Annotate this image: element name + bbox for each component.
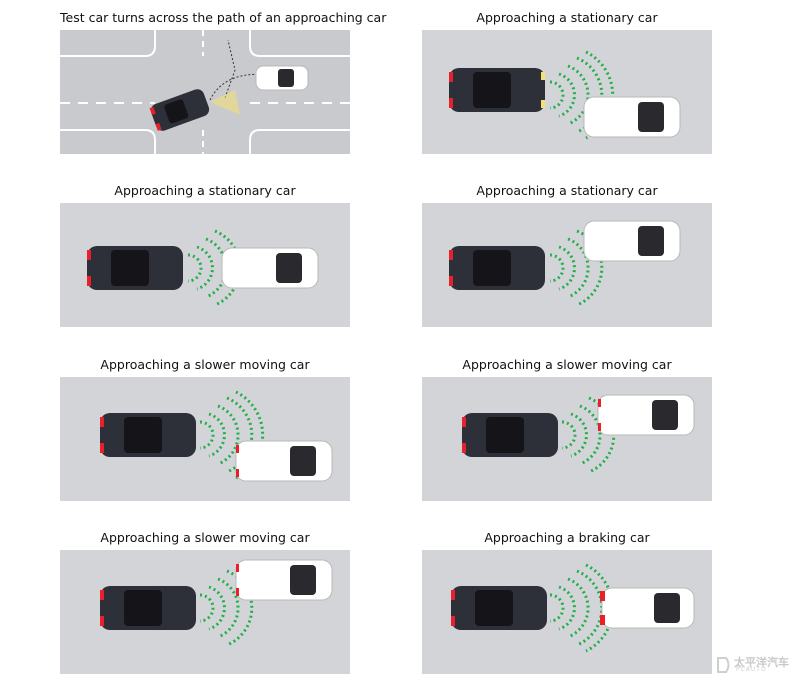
panel-turn-across-path: Test car turns across the path of an app… bbox=[60, 8, 387, 154]
alternate-path-arrow bbox=[224, 39, 236, 99]
scenario-illustration bbox=[422, 30, 712, 154]
test-car bbox=[100, 413, 196, 457]
scenario-illustration bbox=[422, 203, 712, 327]
panel-title: Approaching a slower moving car bbox=[100, 357, 310, 372]
watermark-sub: PCAUTO bbox=[736, 666, 767, 673]
target-car bbox=[221, 247, 319, 289]
panel-slower-left-offset-2: Approaching a slower moving car bbox=[60, 528, 350, 674]
panel-title: Approaching a slower moving car bbox=[100, 530, 310, 545]
kerb-bottom-right bbox=[249, 129, 350, 154]
kerb-bottom-left bbox=[60, 129, 156, 154]
watermark-main: 太平洋汽车 bbox=[734, 656, 789, 669]
test-car bbox=[449, 68, 545, 112]
road-surface bbox=[60, 30, 350, 154]
braking-car bbox=[600, 587, 695, 629]
panel-stationary-right: Approaching a stationary car bbox=[422, 8, 712, 154]
sensor-waves bbox=[199, 569, 254, 647]
test-car bbox=[462, 413, 558, 457]
target-car bbox=[583, 96, 681, 138]
sensor-waves bbox=[549, 229, 604, 307]
scenario-illustration bbox=[422, 377, 712, 501]
panel-title: Approaching a braking car bbox=[484, 530, 650, 545]
panel-braking: Approaching a braking car bbox=[422, 528, 712, 674]
intersection-illustration bbox=[60, 30, 350, 154]
panel-title: Approaching a stationary car bbox=[476, 183, 658, 198]
test-car bbox=[87, 246, 183, 290]
kerb-top-right bbox=[249, 30, 350, 57]
target-car bbox=[597, 394, 695, 436]
scenario-illustration bbox=[60, 377, 350, 501]
scene-stationary-left-offset bbox=[422, 203, 712, 327]
scene-slower-left-offset-2 bbox=[60, 550, 350, 674]
scene-stationary-right bbox=[422, 30, 712, 154]
approaching-car bbox=[255, 65, 309, 91]
sensor-waves bbox=[561, 396, 616, 474]
test-car bbox=[449, 246, 545, 290]
panel-title: Test car turns across the path of an app… bbox=[60, 10, 387, 25]
scene-slower-right bbox=[60, 377, 350, 501]
panel-title: Approaching a slower moving car bbox=[462, 357, 672, 372]
panel-slower-right: Approaching a slower moving car bbox=[60, 355, 350, 501]
test-car bbox=[100, 586, 196, 630]
scenario-illustration bbox=[60, 203, 350, 327]
watermark-logo: 太平洋汽车 PCAUTO bbox=[716, 654, 789, 676]
panel-slower-left-offset: Approaching a slower moving car bbox=[422, 355, 712, 501]
target-car bbox=[235, 440, 333, 482]
scenario-illustration bbox=[60, 550, 350, 674]
scene-turn-across-path bbox=[60, 30, 350, 154]
target-car bbox=[235, 559, 333, 601]
logo-icon bbox=[717, 657, 730, 673]
target-car bbox=[583, 220, 681, 262]
scene-braking bbox=[422, 550, 712, 674]
panel-stationary-center: Approaching a stationary car bbox=[60, 181, 350, 327]
scenario-illustration bbox=[422, 550, 712, 674]
panel-title: Approaching a stationary car bbox=[476, 10, 658, 25]
scene-slower-left-offset bbox=[422, 377, 712, 501]
panel-stationary-left-offset: Approaching a stationary car bbox=[422, 181, 712, 327]
scene-stationary-center bbox=[60, 203, 350, 327]
headlight-beam bbox=[210, 90, 240, 115]
test-car bbox=[451, 586, 547, 630]
test-car bbox=[149, 89, 210, 131]
sensor-waves bbox=[187, 229, 242, 307]
kerb-top-left bbox=[60, 30, 156, 57]
sensor-waves bbox=[549, 563, 615, 653]
panel-title: Approaching a stationary car bbox=[114, 183, 296, 198]
